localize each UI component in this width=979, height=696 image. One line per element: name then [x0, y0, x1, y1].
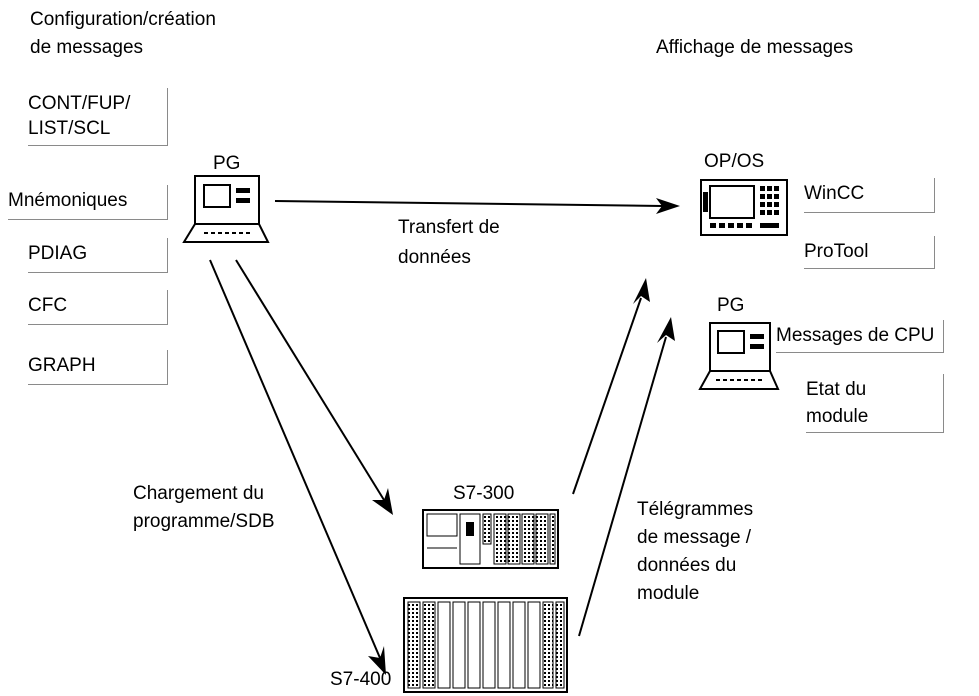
s7-300-label: S7-300 [453, 483, 515, 504]
telegram-label-line3: données du [637, 555, 737, 576]
op-label-protool: ProTool [804, 241, 869, 262]
s7-400-rack-icon [403, 597, 568, 693]
op-os-label: OP/OS [704, 151, 765, 172]
load-arrow-s7-300 [235, 259, 393, 515]
load-label-line2: programme/SDB [133, 511, 275, 532]
tool-label-mnemoniques: Mnémoniques [8, 190, 128, 211]
s7-300-rack-icon [422, 509, 559, 569]
op-box-protool: ProTool [804, 236, 935, 269]
telegram-label-line4: module [637, 583, 700, 604]
tool-label-pdiag: PDIAG [28, 243, 88, 264]
pg-box-cpu-messages: Messages de CPU [776, 320, 944, 353]
pg-center-computer-icon [182, 175, 270, 243]
telegram-arrow-s7-400 [578, 317, 675, 637]
tool-box-pdiag: PDIAG [28, 238, 168, 273]
op-os-panel-icon [700, 179, 788, 236]
telegram-label-line1: Télégrammes [637, 499, 754, 520]
tool-label-list-scl: LIST/SCL [28, 118, 111, 139]
telegram-arrow-s7-300 [572, 278, 650, 495]
pg-right-label: PG [717, 295, 745, 316]
pg-right-computer-icon [698, 322, 780, 390]
load-label-line1: Chargement du [133, 483, 264, 504]
pg-label-cpu-messages: Messages de CPU [776, 325, 935, 346]
tool-box-cont-fup: CONT/FUP/ LIST/SCL [28, 88, 168, 146]
op-label-wincc: WinCC [804, 183, 865, 204]
tool-label-cont-fup: CONT/FUP/ [28, 93, 131, 114]
s7-400-label: S7-400 [330, 669, 392, 690]
pg-box-module-state: Etat du module [806, 374, 944, 433]
telegram-label-line2: de message / [637, 527, 752, 548]
display-heading: Affichage de messages [656, 37, 854, 58]
pg-label-module-state-2: module [806, 406, 869, 427]
transfer-label-line2: données [398, 247, 471, 268]
tool-label-graph: GRAPH [28, 355, 96, 376]
load-arrow-s7-400 [209, 259, 386, 675]
config-heading-line2: de messages [30, 37, 144, 58]
tool-box-cfc: CFC [28, 290, 168, 325]
op-box-wincc: WinCC [804, 178, 935, 213]
tool-box-mnemoniques: Mnémoniques [8, 185, 168, 220]
transfer-label-line1: Transfert de [398, 217, 500, 238]
tool-label-cfc: CFC [28, 295, 68, 316]
config-heading-line1: Configuration/création [30, 9, 216, 30]
tool-box-graph: GRAPH [28, 350, 168, 385]
pg-label-module-state-1: Etat du [806, 379, 867, 400]
pg-center-label: PG [213, 153, 241, 174]
transfer-arrow [274, 198, 680, 214]
